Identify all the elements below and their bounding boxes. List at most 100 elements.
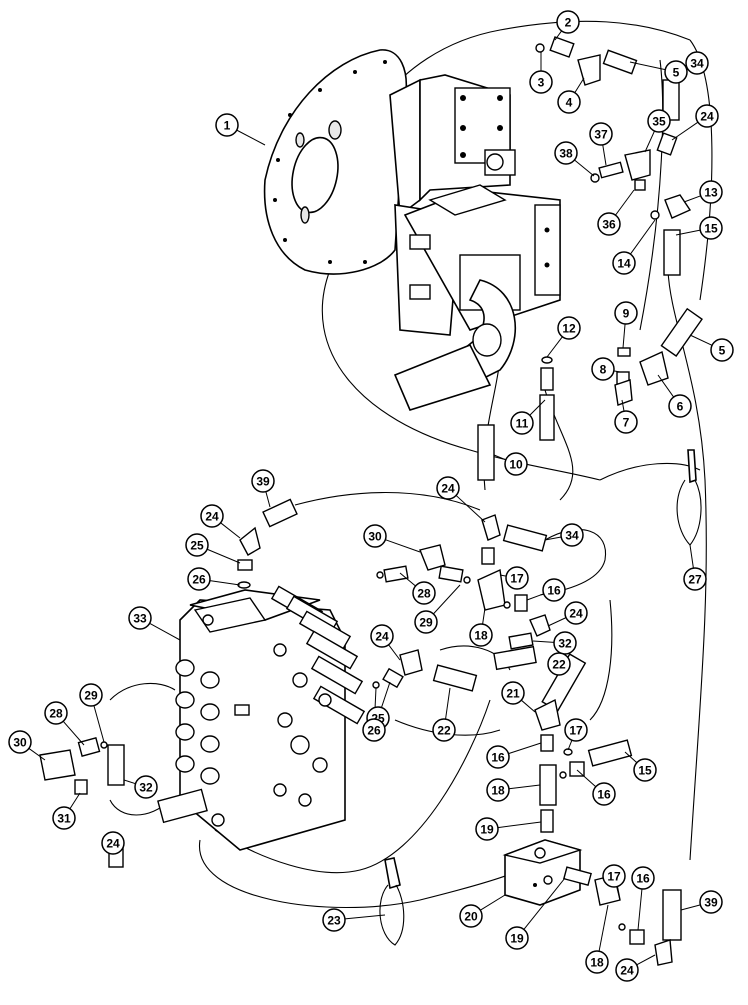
callout-5: 5 — [710, 338, 734, 362]
callout-number: 28 — [49, 706, 63, 720]
callout-circle — [542, 578, 566, 602]
callout-leader — [602, 144, 607, 166]
callout-leader — [385, 539, 421, 553]
callout-2: 2 — [556, 10, 580, 34]
callout-number: 30 — [368, 529, 382, 543]
callout-leader — [482, 607, 486, 625]
callout-circle — [699, 890, 723, 914]
callout-leader — [445, 687, 451, 720]
callout-24: 24 — [695, 104, 719, 128]
callout-leader — [629, 61, 666, 71]
callout-leader — [622, 323, 626, 349]
callout-39: 39 — [251, 469, 275, 493]
callout-circle — [504, 452, 528, 476]
callout-circle — [633, 758, 657, 782]
callout-leader — [637, 888, 643, 931]
callout-leader — [220, 522, 241, 539]
callout-16: 16 — [542, 578, 566, 602]
callout-24: 24 — [564, 601, 588, 625]
callout-circle — [631, 866, 655, 890]
callout-circle — [469, 623, 493, 647]
callout-circle — [52, 806, 76, 830]
callout-number: 3 — [538, 75, 545, 89]
callout-circle — [501, 681, 525, 705]
callout-10: 10 — [504, 452, 528, 476]
callout-circle — [529, 70, 553, 94]
callout-circle — [505, 566, 529, 590]
callout-number: 9 — [623, 306, 630, 320]
callout-leader — [344, 914, 386, 920]
callout-circle — [486, 778, 510, 802]
callout-number: 24 — [205, 509, 219, 523]
callout-circle — [556, 10, 580, 34]
leader-lines — [28, 30, 713, 966]
callout-leader — [675, 229, 701, 236]
callout-number: 18 — [474, 628, 488, 642]
callout-circle — [557, 90, 581, 114]
callout-leader — [689, 334, 713, 346]
callout-leader — [236, 129, 266, 146]
callout-number: 19 — [480, 822, 494, 836]
callout-leader — [28, 748, 46, 761]
callout-26: 26 — [187, 567, 211, 591]
callout-11: 11 — [510, 411, 534, 435]
callout-leader — [532, 640, 555, 643]
callout-leader — [689, 544, 694, 569]
callout-29: 29 — [79, 683, 103, 707]
callout-18: 18 — [469, 623, 493, 647]
cable-tie-23 — [379, 857, 405, 946]
callout-number: 24 — [700, 109, 714, 123]
callout-17: 17 — [564, 718, 588, 742]
callout-number: 35 — [652, 114, 666, 128]
callout-number: 27 — [688, 572, 702, 586]
callout-27: 27 — [683, 567, 707, 591]
callout-15: 15 — [699, 216, 723, 240]
callout-number: 5 — [719, 343, 726, 357]
callout-21: 21 — [501, 681, 525, 705]
callout-circle — [710, 338, 734, 362]
callout-circle — [564, 601, 588, 625]
callout-circle — [614, 410, 638, 434]
callout-number: 17 — [510, 571, 524, 585]
callout-number: 39 — [256, 474, 270, 488]
callout-number: 26 — [192, 572, 206, 586]
callout-number: 31 — [57, 811, 71, 825]
callout-leader — [455, 495, 486, 523]
callout-19: 19 — [505, 926, 529, 950]
callout-circle — [683, 567, 707, 591]
callout-number: 30 — [13, 735, 27, 749]
callout-number: 24 — [569, 606, 583, 620]
callout-circle — [695, 104, 719, 128]
callout-circle — [612, 251, 636, 275]
callout-number: 20 — [464, 909, 478, 923]
fittings — [39, 36, 703, 966]
callout-circle — [8, 730, 32, 754]
callout-leader — [546, 336, 563, 358]
callout-leader — [657, 374, 675, 398]
callout-leader — [209, 580, 241, 586]
callout-number: 29 — [84, 688, 98, 702]
callout-leader — [613, 370, 621, 373]
callout-30: 30 — [8, 730, 32, 754]
callout-number: 14 — [617, 256, 631, 270]
callout-leader — [399, 572, 416, 587]
callout-24: 24 — [200, 504, 224, 528]
callout-25: 25 — [185, 533, 209, 557]
callout-leader — [621, 399, 625, 412]
callout-29: 29 — [414, 610, 438, 634]
callout-leader — [671, 121, 699, 141]
callout-circle — [614, 301, 638, 325]
callout-leader — [616, 886, 621, 901]
callout-34: 34 — [685, 51, 709, 75]
callout-1: 1 — [215, 113, 239, 137]
callout-32: 32 — [553, 631, 577, 655]
callout-leader — [576, 769, 597, 788]
callout-15: 15 — [633, 758, 657, 782]
callout-number: 13 — [704, 185, 718, 199]
callout-leader — [554, 30, 562, 41]
callout-number: 16 — [597, 787, 611, 801]
callout-circle — [414, 610, 438, 634]
callout-leader — [680, 904, 701, 911]
callout-number: 33 — [133, 611, 147, 625]
